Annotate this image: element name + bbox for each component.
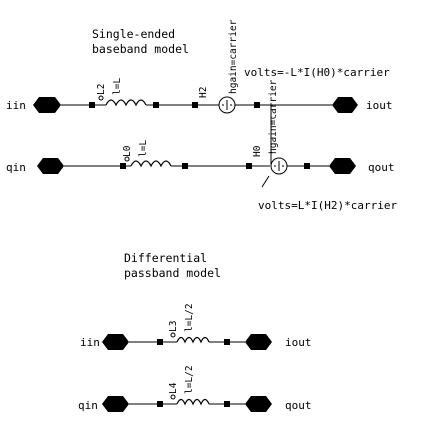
single-ended-title-line1: Single-ended — [92, 27, 175, 41]
differential-title-line1: Differential — [124, 251, 207, 265]
probe-h2-name: H2 — [198, 87, 209, 98]
port-label-qout: qout — [368, 161, 395, 174]
pin-square — [89, 102, 95, 108]
inductor-l0[interactable] — [124, 156, 172, 168]
pin-square — [157, 401, 163, 407]
single-ended-q-branch: qin L0 l=L H0 — [6, 79, 397, 212]
port-label-iout: iout — [366, 99, 393, 112]
pin-square — [224, 401, 230, 407]
diff-port-label-iout: iout — [285, 336, 312, 349]
inductor-l3-name: L3 — [168, 321, 179, 332]
single-ended-title-line2: baseband model — [92, 42, 189, 56]
diff-port-label-qin: qin — [78, 399, 98, 412]
inductor-l4-value: l=L/2 — [184, 365, 195, 394]
pin-square — [224, 339, 230, 345]
diff-port-iin[interactable] — [102, 334, 129, 350]
inductor-l4[interactable] — [170, 394, 210, 406]
inductor-l2-value: l=L — [112, 78, 123, 95]
port-qout[interactable] — [329, 158, 356, 174]
pin-square — [157, 339, 163, 345]
controlled-source-bottom[interactable] — [270, 157, 288, 175]
diff-port-qin[interactable] — [102, 396, 129, 412]
pin-square — [153, 102, 159, 108]
port-label-iin: iin — [6, 99, 26, 112]
inductor-l3[interactable] — [170, 332, 210, 344]
probe-h0-name: H0 — [252, 145, 263, 157]
differential-i-branch: iin L3 l=L/2 iout — [80, 303, 312, 350]
port-iin[interactable] — [33, 97, 61, 113]
source-top-hgain: hgain=carrier — [228, 19, 239, 94]
single-ended-i-branch: iin L2 l=L H2 — [6, 19, 393, 114]
diff-port-iout[interactable] — [245, 334, 272, 350]
inductor-l2[interactable] — [98, 95, 147, 107]
source-bottom-hgain: hgain=carrier — [268, 79, 279, 154]
inductor-l2-name: L2 — [96, 84, 107, 95]
port-qin[interactable] — [37, 158, 64, 174]
inductor-l4-name: L4 — [168, 382, 179, 394]
diff-port-label-qout: qout — [285, 399, 312, 412]
port-label-qin: qin — [6, 161, 26, 174]
equation-bottom: volts=L*I(H2)*carrier — [258, 199, 397, 212]
pin-square — [120, 163, 126, 169]
port-iout[interactable] — [332, 97, 358, 113]
differential-title-line2: passband model — [124, 266, 221, 280]
probe-h2[interactable] — [192, 102, 198, 108]
differential-q-branch: qin L4 l=L/2 qout — [78, 365, 312, 412]
differential-model: Differential passband model iin L3 l=L/2… — [78, 251, 312, 412]
single-ended-model: Single-ended baseband model iin L2 l=L H… — [6, 19, 397, 212]
controlled-source-top[interactable] — [218, 96, 236, 114]
inductor-l3-value: l=L/2 — [184, 303, 195, 332]
probe-h0[interactable] — [246, 163, 252, 169]
diff-port-label-iin: iin — [80, 336, 100, 349]
equation-pointer — [261, 175, 270, 188]
inductor-l0-value: l=L — [138, 140, 149, 157]
pin-square — [254, 102, 260, 108]
inductor-l0-name: L0 — [122, 145, 133, 157]
pin-square — [182, 163, 188, 169]
equation-top: volts=-L*I(H0)*carrier — [244, 66, 390, 79]
diff-port-qout[interactable] — [245, 396, 272, 412]
pin-square — [304, 163, 310, 169]
